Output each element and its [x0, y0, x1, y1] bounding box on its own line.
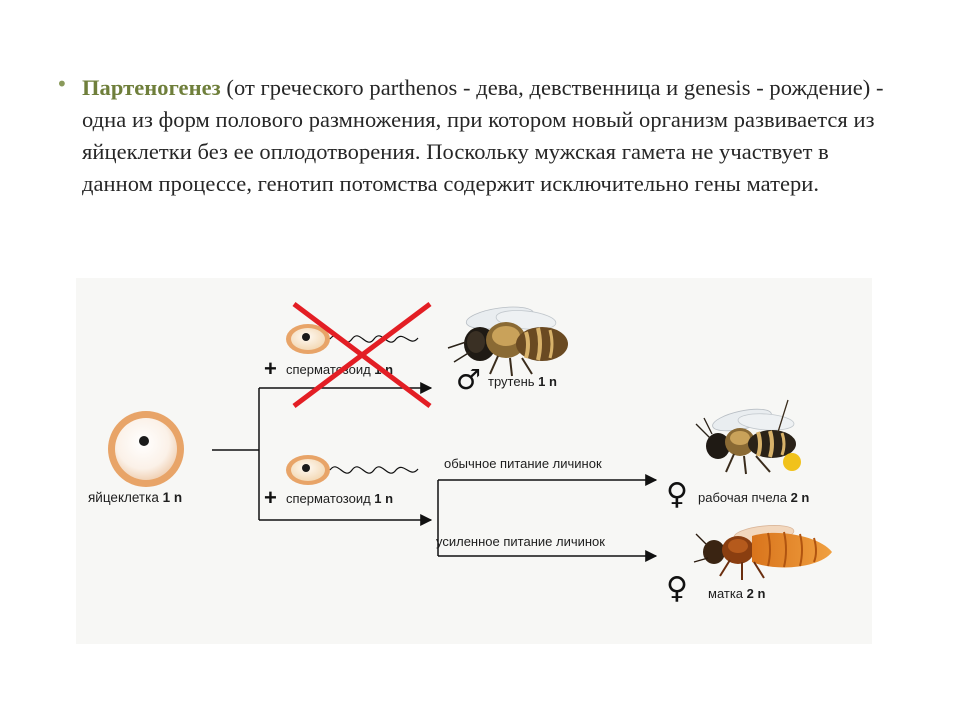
cross-line-2 [292, 302, 432, 408]
enhanced-nutrition-label: усиленное питание личинок [436, 534, 605, 549]
queen-label: матка 2 n [708, 586, 766, 601]
queen-label-text: матка [708, 586, 744, 601]
female-symbol-queen-icon: ♀ [666, 571, 688, 606]
term-parthenogenesis: Партеногенез [82, 75, 221, 100]
sperm-top-label-text: сперматозоид [286, 362, 371, 377]
parthenogenesis-diagram: яйцеклетка 1 n + сперматозоид 1 n [76, 278, 872, 644]
egg-cell [108, 411, 184, 487]
plus-bottom: + [264, 485, 277, 510]
egg-ploidy: 1 n [163, 490, 183, 505]
worker-label: рабочая пчела 2 n [698, 490, 809, 505]
bullet-dot-icon: • [56, 72, 68, 96]
sperm-bottom-nucleus [302, 464, 310, 472]
worker-ploidy: 2 n [791, 490, 810, 505]
definition-text: Партеногенез (от греческого parthenos - … [82, 72, 896, 200]
drone-label: трутень 1 n [488, 374, 557, 389]
branch-lines [212, 382, 658, 562]
egg-nucleus [139, 436, 149, 446]
sperm-top-nucleus [302, 333, 310, 341]
normal-nutrition-label: обычное питание личинок [444, 456, 602, 471]
diagram-svg: яйцеклетка 1 n + сперматозоид 1 n [88, 302, 832, 606]
queen-bee-icon [693, 525, 832, 580]
sperm-bottom [286, 455, 419, 485]
drone-bee-icon [447, 306, 568, 377]
egg-label-text: яйцеклетка [88, 490, 159, 505]
male-symbol-icon: ♂ [456, 363, 481, 396]
red-cross-icon [292, 302, 432, 408]
egg-label: яйцеклетка 1 n [88, 490, 182, 505]
worker-label-text: рабочая пчела [698, 490, 788, 505]
sperm-bottom-label: сперматозоид 1 n [286, 491, 393, 506]
sperm-bottom-tail [329, 466, 419, 474]
plus-top: + [264, 356, 277, 381]
drone-ploidy: 1 n [538, 374, 557, 389]
female-symbol-worker-icon: ♀ [666, 477, 688, 512]
definition-body: (от греческого parthenos - дева, девстве… [82, 75, 884, 196]
sperm-top [286, 324, 419, 354]
sperm-bottom-ploidy: 1 n [374, 491, 393, 506]
worker-bee-icon [695, 399, 801, 475]
drone-label-text: трутень [488, 374, 535, 389]
definition-bullet: • Партеногенез (от греческого parthenos … [56, 72, 896, 200]
egg-inner [115, 418, 177, 480]
queen-ploidy: 2 n [747, 586, 766, 601]
sperm-bottom-label-text: сперматозоид [286, 491, 371, 506]
